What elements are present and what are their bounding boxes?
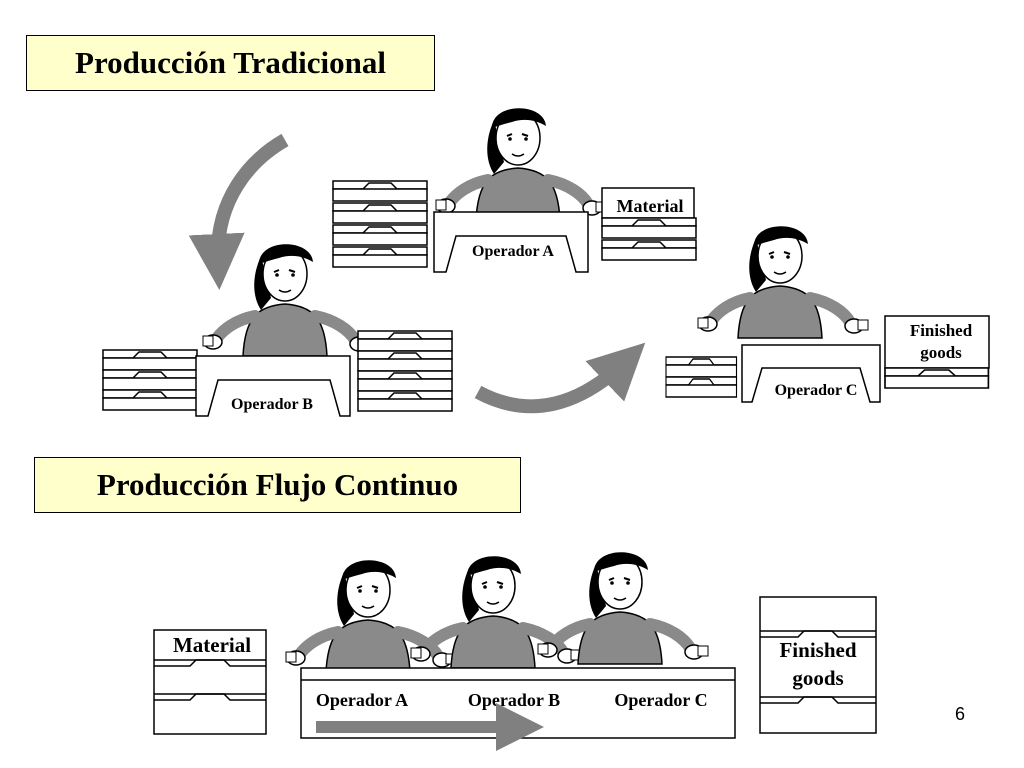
label-material-bottom: Material [173, 633, 251, 657]
label-operator-c-bottom: Operador C [614, 690, 707, 710]
page-number: 6 [954, 704, 965, 724]
material-stack-bottom: Material [153, 629, 267, 735]
workbench-operator-b: Operador B [195, 355, 351, 417]
title-traditional: Producción Tradicional [26, 35, 435, 91]
stack-before-operator-b [102, 349, 198, 411]
operator-a-figure [436, 108, 606, 220]
finished-goods-stack-top: Finished goods [884, 315, 990, 389]
label-finished-top-2: goods [920, 343, 962, 362]
label-operator-b-bottom: Operador B [468, 690, 560, 710]
flow-arrow-top-left [188, 133, 289, 290]
label-operator-b-top: Operador B [231, 396, 313, 413]
workbench-operator-a: Operador A [433, 211, 589, 273]
workbench-operator-c: Operador C [741, 344, 881, 403]
label-finished-bottom-2: goods [792, 666, 843, 690]
label-operator-a-bottom: Operador A [316, 690, 408, 710]
material-stack-top: Material [601, 187, 697, 261]
finished-goods-stack-bottom: Finished goods [759, 596, 877, 734]
label-material-top: Material [617, 196, 684, 216]
label-operator-c-top: Operador C [775, 382, 858, 399]
flow-arrow-bottom [474, 342, 646, 414]
stack-after-operator-b [357, 330, 453, 412]
label-operator-a-top: Operador A [472, 243, 554, 260]
title-continuous-flow: Producción Flujo Continuo [34, 457, 521, 513]
label-finished-bottom-1: Finished [779, 638, 856, 662]
stack-before-operator-a [332, 180, 428, 268]
label-finished-top-1: Finished [910, 321, 973, 340]
stack-before-operator-c [665, 356, 738, 398]
operator-c-figure [698, 226, 868, 338]
continuous-workbench: Operador A Operador B Operador C [300, 667, 736, 751]
